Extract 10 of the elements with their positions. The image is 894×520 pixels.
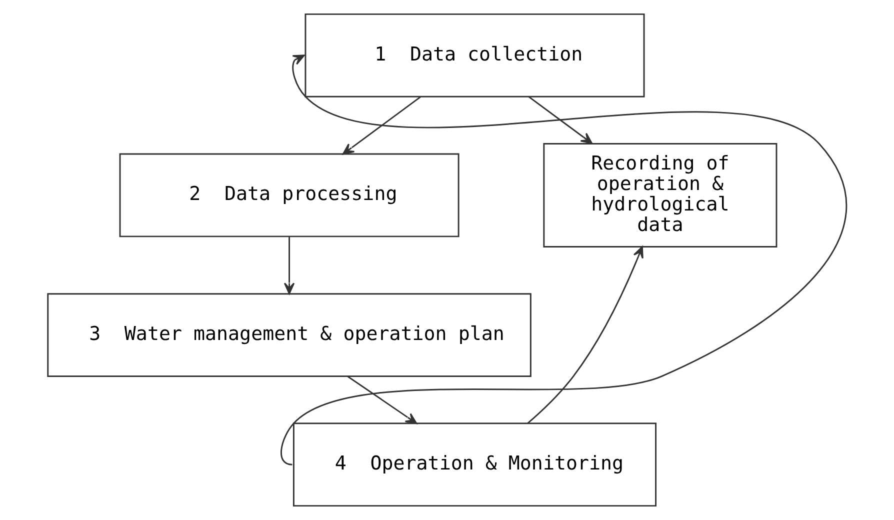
node-box: 1 Data collection: [304, 13, 644, 98]
arrow: [283, 237, 294, 294]
arrow: [347, 376, 417, 424]
arrow: [528, 96, 592, 144]
node-box: 3 Water management & operation plan: [46, 293, 531, 378]
node-box: Recording of operation & hydrological data: [542, 142, 777, 248]
node-box: 2 Data processing: [118, 153, 459, 238]
arrow: [342, 96, 421, 155]
node-box: 4 Operation & Monitoring: [292, 422, 656, 507]
arrow: [526, 246, 643, 424]
